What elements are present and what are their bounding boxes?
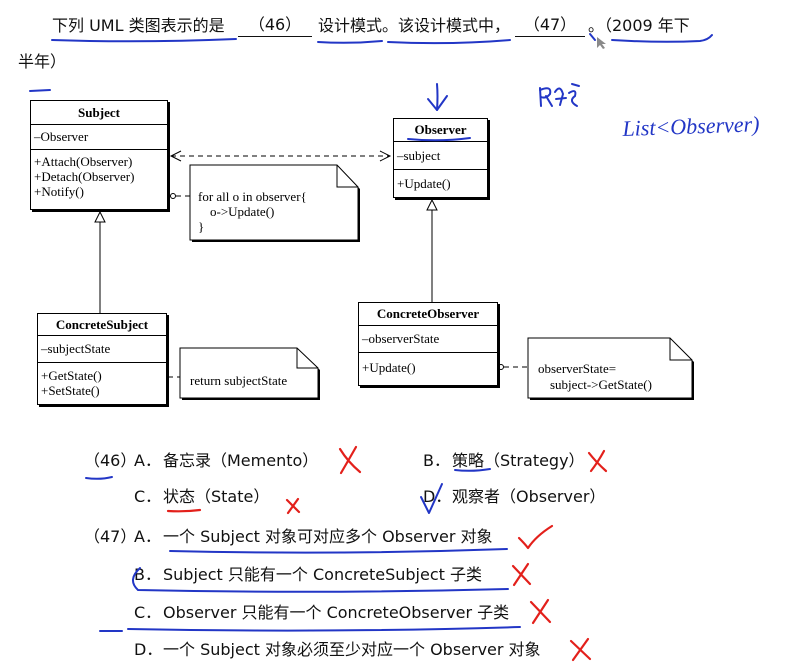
class-attribute: –observerState: [362, 331, 440, 346]
class-methods: +Update(): [359, 353, 497, 375]
note-notify: [189, 164, 359, 241]
note-fold: [336, 165, 358, 188]
class-name: Observer: [394, 119, 487, 142]
option-47-c-text: Observer 只能有一个 ConcreteObserver 子类: [163, 603, 510, 622]
class-name: Subject: [31, 101, 167, 125]
class-concrete-observer: ConcreteObserver –observerState +Update(…: [358, 302, 498, 386]
class-attributes: –Observer: [31, 125, 167, 150]
handwritten-margin-note: List<Observer): [622, 111, 760, 141]
question-middle: 设计模式。该设计模式中，: [318, 16, 511, 35]
class-method: +Update(): [397, 176, 451, 191]
note-get-state-line: return subjectState: [190, 373, 287, 388]
note-notify-line: o->Update(): [210, 204, 274, 219]
note-anchor-circle: [498, 364, 504, 370]
option-46-c-text: 状态（State）: [163, 487, 270, 506]
note-fold: [296, 348, 318, 369]
option-47-a-text: 一个 Subject 对象可对应多个 Observer 对象: [163, 527, 493, 546]
class-method: +Update(): [362, 360, 416, 375]
option-47-c-letter: C．: [134, 603, 162, 622]
note-fold: [669, 338, 692, 361]
option-46-b-letter: B．: [423, 451, 450, 470]
class-method: +SetState(): [41, 383, 100, 398]
generalization-triangle-subject: [94, 210, 106, 223]
class-method: +Detach(Observer): [34, 169, 135, 184]
class-subject: Subject –Observer +Attach(Observer) +Det…: [30, 100, 168, 210]
option-46-a-text: 备忘录（Memento）: [163, 451, 319, 470]
generalization-triangle-observer: [426, 198, 438, 211]
class-attribute: –subject: [397, 148, 441, 163]
question-suffix: 。（2009 年下: [588, 16, 690, 35]
question-47-label: （47）: [84, 527, 137, 546]
blank-46: （46）: [238, 14, 312, 37]
class-method: +GetState(): [41, 368, 102, 383]
class-attributes: –subjectState: [38, 336, 166, 363]
option-47-b-text: Subject 只能有一个 ConcreteSubject 子类: [163, 565, 482, 584]
note-update-line: subject->GetState(): [550, 377, 652, 392]
association-arrowhead-right: [379, 150, 392, 162]
class-attributes: –observerState: [359, 326, 497, 353]
class-name: ConcreteObserver: [359, 303, 497, 326]
option-46-b-text: 策略（Strategy）: [452, 451, 585, 470]
class-method: +Notify(): [34, 184, 84, 199]
class-attributes: –subject: [394, 142, 487, 170]
class-concrete-subject: ConcreteSubject –subjectState +GetState(…: [37, 313, 167, 405]
class-methods: +GetState() +SetState(): [38, 363, 166, 398]
blank-47: （47）: [515, 14, 585, 37]
note-notify-line: for all o in observer{: [198, 189, 307, 204]
class-attribute: –subjectState: [41, 341, 111, 356]
question-prefix: 下列 UML 类图表示的是: [52, 16, 225, 35]
option-46-d-text: 观察者（Observer）: [452, 487, 606, 506]
class-methods: +Update(): [394, 170, 487, 191]
class-attribute: –Observer: [34, 129, 89, 144]
note-update-line: observerState=: [538, 361, 616, 376]
note-update: [527, 337, 693, 399]
class-method: +Attach(Observer): [34, 154, 133, 169]
option-47-d-letter: D．: [134, 640, 163, 659]
class-methods: +Attach(Observer) +Detach(Observer) +Not…: [31, 150, 167, 199]
option-47-d-text: 一个 Subject 对象必须至少对应一个 Observer 对象: [163, 640, 541, 659]
option-47-a-letter: A．: [134, 527, 161, 546]
option-46-a-letter: A．: [134, 451, 161, 470]
option-46-d-letter: D．: [423, 487, 452, 506]
option-46-c-letter: C．: [134, 487, 162, 506]
note-get-state: [179, 347, 319, 399]
question-46-label: （46）: [84, 451, 137, 470]
class-name: ConcreteSubject: [38, 314, 166, 336]
class-observer: Observer –subject +Update(): [393, 118, 488, 198]
option-47-b-letter: B．: [134, 565, 161, 584]
association-arrowhead-left: [169, 150, 182, 162]
note-notify-line: }: [198, 219, 204, 234]
note-anchor-circle: [170, 193, 176, 199]
question-line2: 半年）: [18, 52, 67, 71]
